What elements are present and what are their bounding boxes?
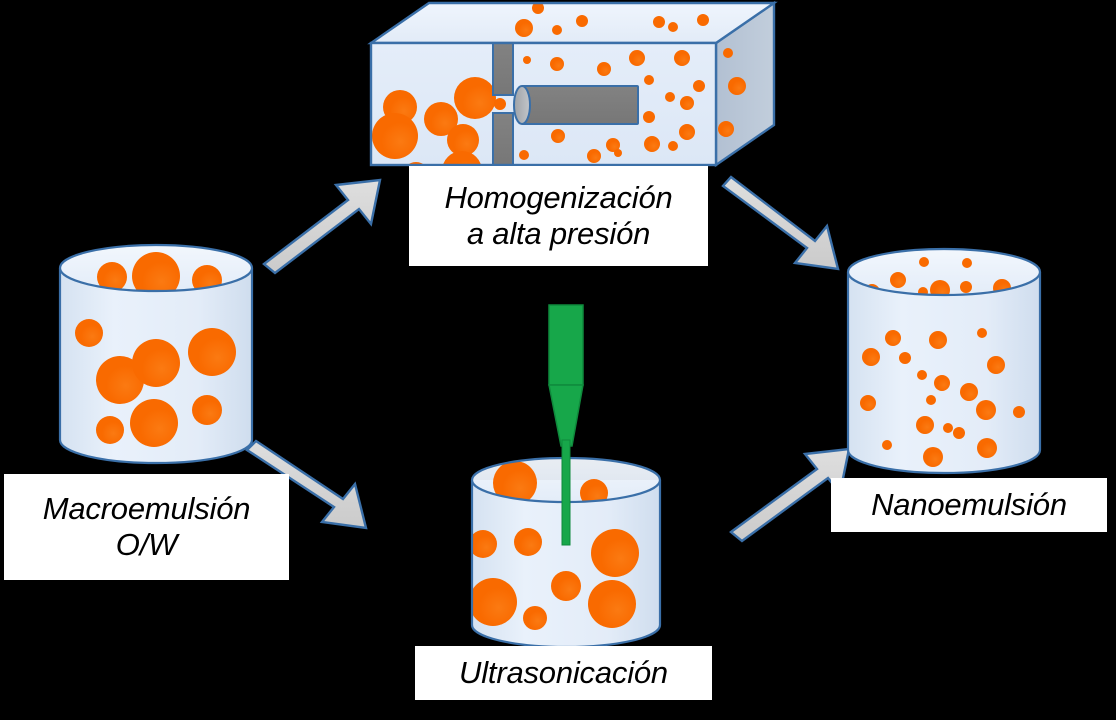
macroemulsion-droplets xyxy=(75,319,236,447)
nanoemulsion-vessel xyxy=(846,247,1042,475)
nanoemulsion-droplets xyxy=(860,328,1025,467)
arrow-ultrasonic-to-nano xyxy=(729,447,851,543)
homogenizer-small-droplets xyxy=(494,50,705,163)
label-nanoemulsion: Nanoemulsión xyxy=(831,478,1107,532)
label-macroemulsion: Macroemulsión O/W xyxy=(4,474,289,580)
macroemulsion-vessel xyxy=(58,243,254,465)
homogenizer-front-contents xyxy=(372,43,705,165)
ultrasonication-droplets xyxy=(472,528,639,630)
label-homogenization: Homogenización a alta presión xyxy=(409,166,708,266)
homogenizer-valve xyxy=(492,43,514,165)
sonicator-needle xyxy=(561,439,571,546)
homogenizer-box xyxy=(367,0,778,168)
sonicator-probe xyxy=(548,304,584,447)
arrow-macro-to-homogenizer xyxy=(262,178,382,275)
arrow-macro-to-ultrasonic xyxy=(245,439,368,530)
homogenizer-piston xyxy=(513,85,639,125)
homogenizer-top-droplets xyxy=(515,3,709,37)
label-ultrasonication: Ultrasonicación xyxy=(415,646,712,700)
arrow-homogenizer-to-nano xyxy=(721,175,840,271)
